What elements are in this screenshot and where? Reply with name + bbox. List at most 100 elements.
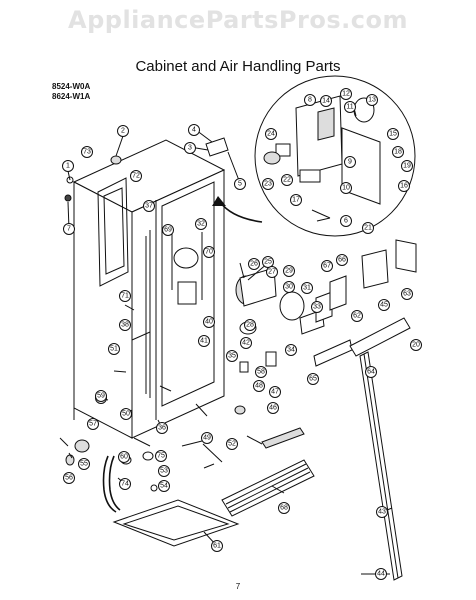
callout: 16 (398, 180, 410, 192)
callout: 53 (158, 465, 170, 477)
callout: 61 (211, 540, 223, 552)
callout: 17 (290, 194, 302, 206)
svg-text:53: 53 (160, 468, 168, 475)
hinge-hardware (64, 137, 229, 202)
svg-text:45: 45 (380, 302, 388, 309)
callout: 68 (278, 502, 290, 514)
svg-text:29: 29 (285, 268, 293, 275)
callout: 27 (266, 266, 278, 278)
svg-text:75: 75 (157, 453, 165, 460)
svg-text:15: 15 (389, 131, 397, 138)
svg-text:32: 32 (197, 221, 205, 228)
callout: 72 (130, 170, 142, 182)
callout: 29 (283, 265, 295, 277)
callout: 64 (365, 366, 377, 378)
diagram-title: Cabinet and Air Handling Parts (135, 58, 341, 75)
svg-text:31: 31 (303, 285, 311, 292)
callout: 46 (267, 402, 279, 414)
door-trim-strip (359, 351, 403, 581)
svg-text:73: 73 (83, 149, 91, 156)
svg-text:71: 71 (121, 293, 129, 300)
cabinet-liner (97, 177, 215, 407)
callout: 4 (188, 124, 200, 136)
callout: 57 (87, 418, 99, 430)
callout: 23 (262, 178, 274, 190)
callout: 48 (253, 380, 265, 392)
svg-text:36: 36 (158, 425, 166, 432)
callout: 32 (195, 218, 207, 230)
svg-text:61: 61 (213, 543, 221, 550)
svg-text:5: 5 (238, 181, 242, 188)
callout: 1 (62, 160, 74, 172)
svg-text:57: 57 (89, 421, 97, 428)
svg-text:6: 6 (344, 218, 348, 225)
svg-text:44: 44 (377, 571, 385, 578)
svg-text:37: 37 (145, 203, 153, 210)
svg-text:27: 27 (268, 269, 276, 276)
callout: 73 (81, 146, 93, 158)
callout: 37 (143, 200, 155, 212)
svg-text:10: 10 (342, 185, 350, 192)
watermark: AppliancePartsPros.com (68, 6, 408, 34)
svg-text:40: 40 (205, 319, 213, 326)
svg-text:24: 24 (267, 131, 275, 138)
callout: 28 (244, 319, 256, 331)
svg-text:64: 64 (367, 369, 375, 376)
callout: 63 (401, 288, 413, 300)
callout: 3 (184, 142, 196, 154)
callout: 43 (376, 506, 388, 518)
callout: 30 (283, 281, 295, 293)
svg-text:43: 43 (378, 509, 386, 516)
svg-text:74: 74 (121, 481, 129, 488)
callout: 13 (366, 94, 378, 106)
callout: 41 (198, 335, 210, 347)
toe-grille (203, 427, 315, 517)
callout: 7 (63, 223, 75, 235)
svg-text:16: 16 (400, 183, 408, 190)
svg-text:66: 66 (338, 257, 346, 264)
callout: 47 (269, 386, 281, 398)
model-number: 8524-W0A (52, 82, 91, 91)
svg-text:63: 63 (403, 291, 411, 298)
callout: 75 (155, 450, 167, 462)
svg-text:35: 35 (228, 353, 236, 360)
callout: 51 (108, 343, 120, 355)
svg-text:46: 46 (269, 405, 277, 412)
callout: 9 (344, 156, 356, 168)
callout: 62 (351, 310, 363, 322)
callout: 38 (119, 319, 131, 331)
svg-text:34: 34 (287, 347, 295, 354)
svg-text:26: 26 (250, 261, 258, 268)
callout: 2 (117, 125, 129, 137)
callout: 49 (201, 432, 213, 444)
svg-text:42: 42 (242, 340, 250, 347)
callout: 50 (120, 408, 132, 420)
callout: 19 (401, 160, 413, 172)
svg-text:8: 8 (308, 97, 312, 104)
svg-text:23: 23 (264, 181, 272, 188)
callout: 20 (410, 339, 422, 351)
svg-text:67: 67 (323, 263, 331, 270)
callout: 15 (387, 128, 399, 140)
svg-text:50: 50 (122, 411, 130, 418)
svg-text:70: 70 (205, 249, 213, 256)
svg-text:65: 65 (309, 376, 317, 383)
svg-text:28: 28 (246, 322, 254, 329)
callout: 52 (226, 438, 238, 450)
page-number: 7 (235, 582, 241, 591)
callout: 22 (281, 174, 293, 186)
callout: 12 (340, 88, 352, 100)
svg-text:30: 30 (285, 284, 293, 291)
callout: 34 (285, 344, 297, 356)
callout: 66 (336, 254, 348, 266)
svg-text:33: 33 (313, 304, 321, 311)
callout: 31 (301, 282, 313, 294)
svg-text:56: 56 (65, 475, 73, 482)
svg-text:13: 13 (368, 97, 376, 104)
inset-arrow (219, 201, 263, 223)
svg-text:47: 47 (271, 389, 279, 396)
svg-text:62: 62 (353, 313, 361, 320)
control-parts (234, 239, 417, 415)
svg-text:54: 54 (160, 483, 168, 490)
